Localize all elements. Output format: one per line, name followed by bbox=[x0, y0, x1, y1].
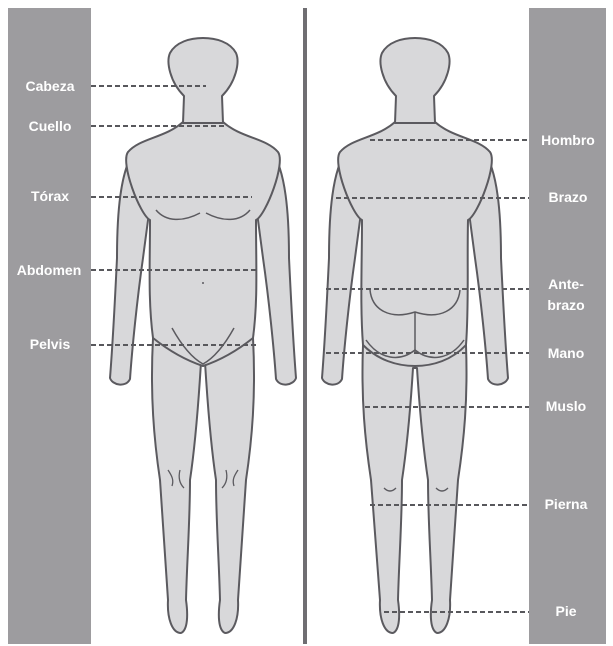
label-pierna: Pierna bbox=[545, 496, 588, 512]
label-antebrazo-line1: Ante- bbox=[548, 276, 584, 292]
back-body-figure bbox=[322, 38, 508, 633]
label-muslo: Muslo bbox=[546, 398, 586, 414]
label-brazo: Brazo bbox=[549, 189, 588, 205]
left-label-column bbox=[8, 8, 91, 644]
label-torax: Tórax bbox=[31, 188, 69, 204]
front-body-figure bbox=[110, 38, 296, 633]
label-abdomen: Abdomen bbox=[17, 262, 82, 278]
center-divider bbox=[303, 8, 307, 644]
label-antebrazo-line2: brazo bbox=[547, 297, 584, 313]
label-cuello: Cuello bbox=[29, 118, 72, 134]
label-hombro: Hombro bbox=[541, 132, 595, 148]
label-pelvis: Pelvis bbox=[30, 336, 71, 352]
label-mano: Mano bbox=[548, 345, 585, 361]
label-cabeza: Cabeza bbox=[25, 78, 74, 94]
right-label-column bbox=[529, 8, 606, 644]
label-pie: Pie bbox=[555, 603, 576, 619]
